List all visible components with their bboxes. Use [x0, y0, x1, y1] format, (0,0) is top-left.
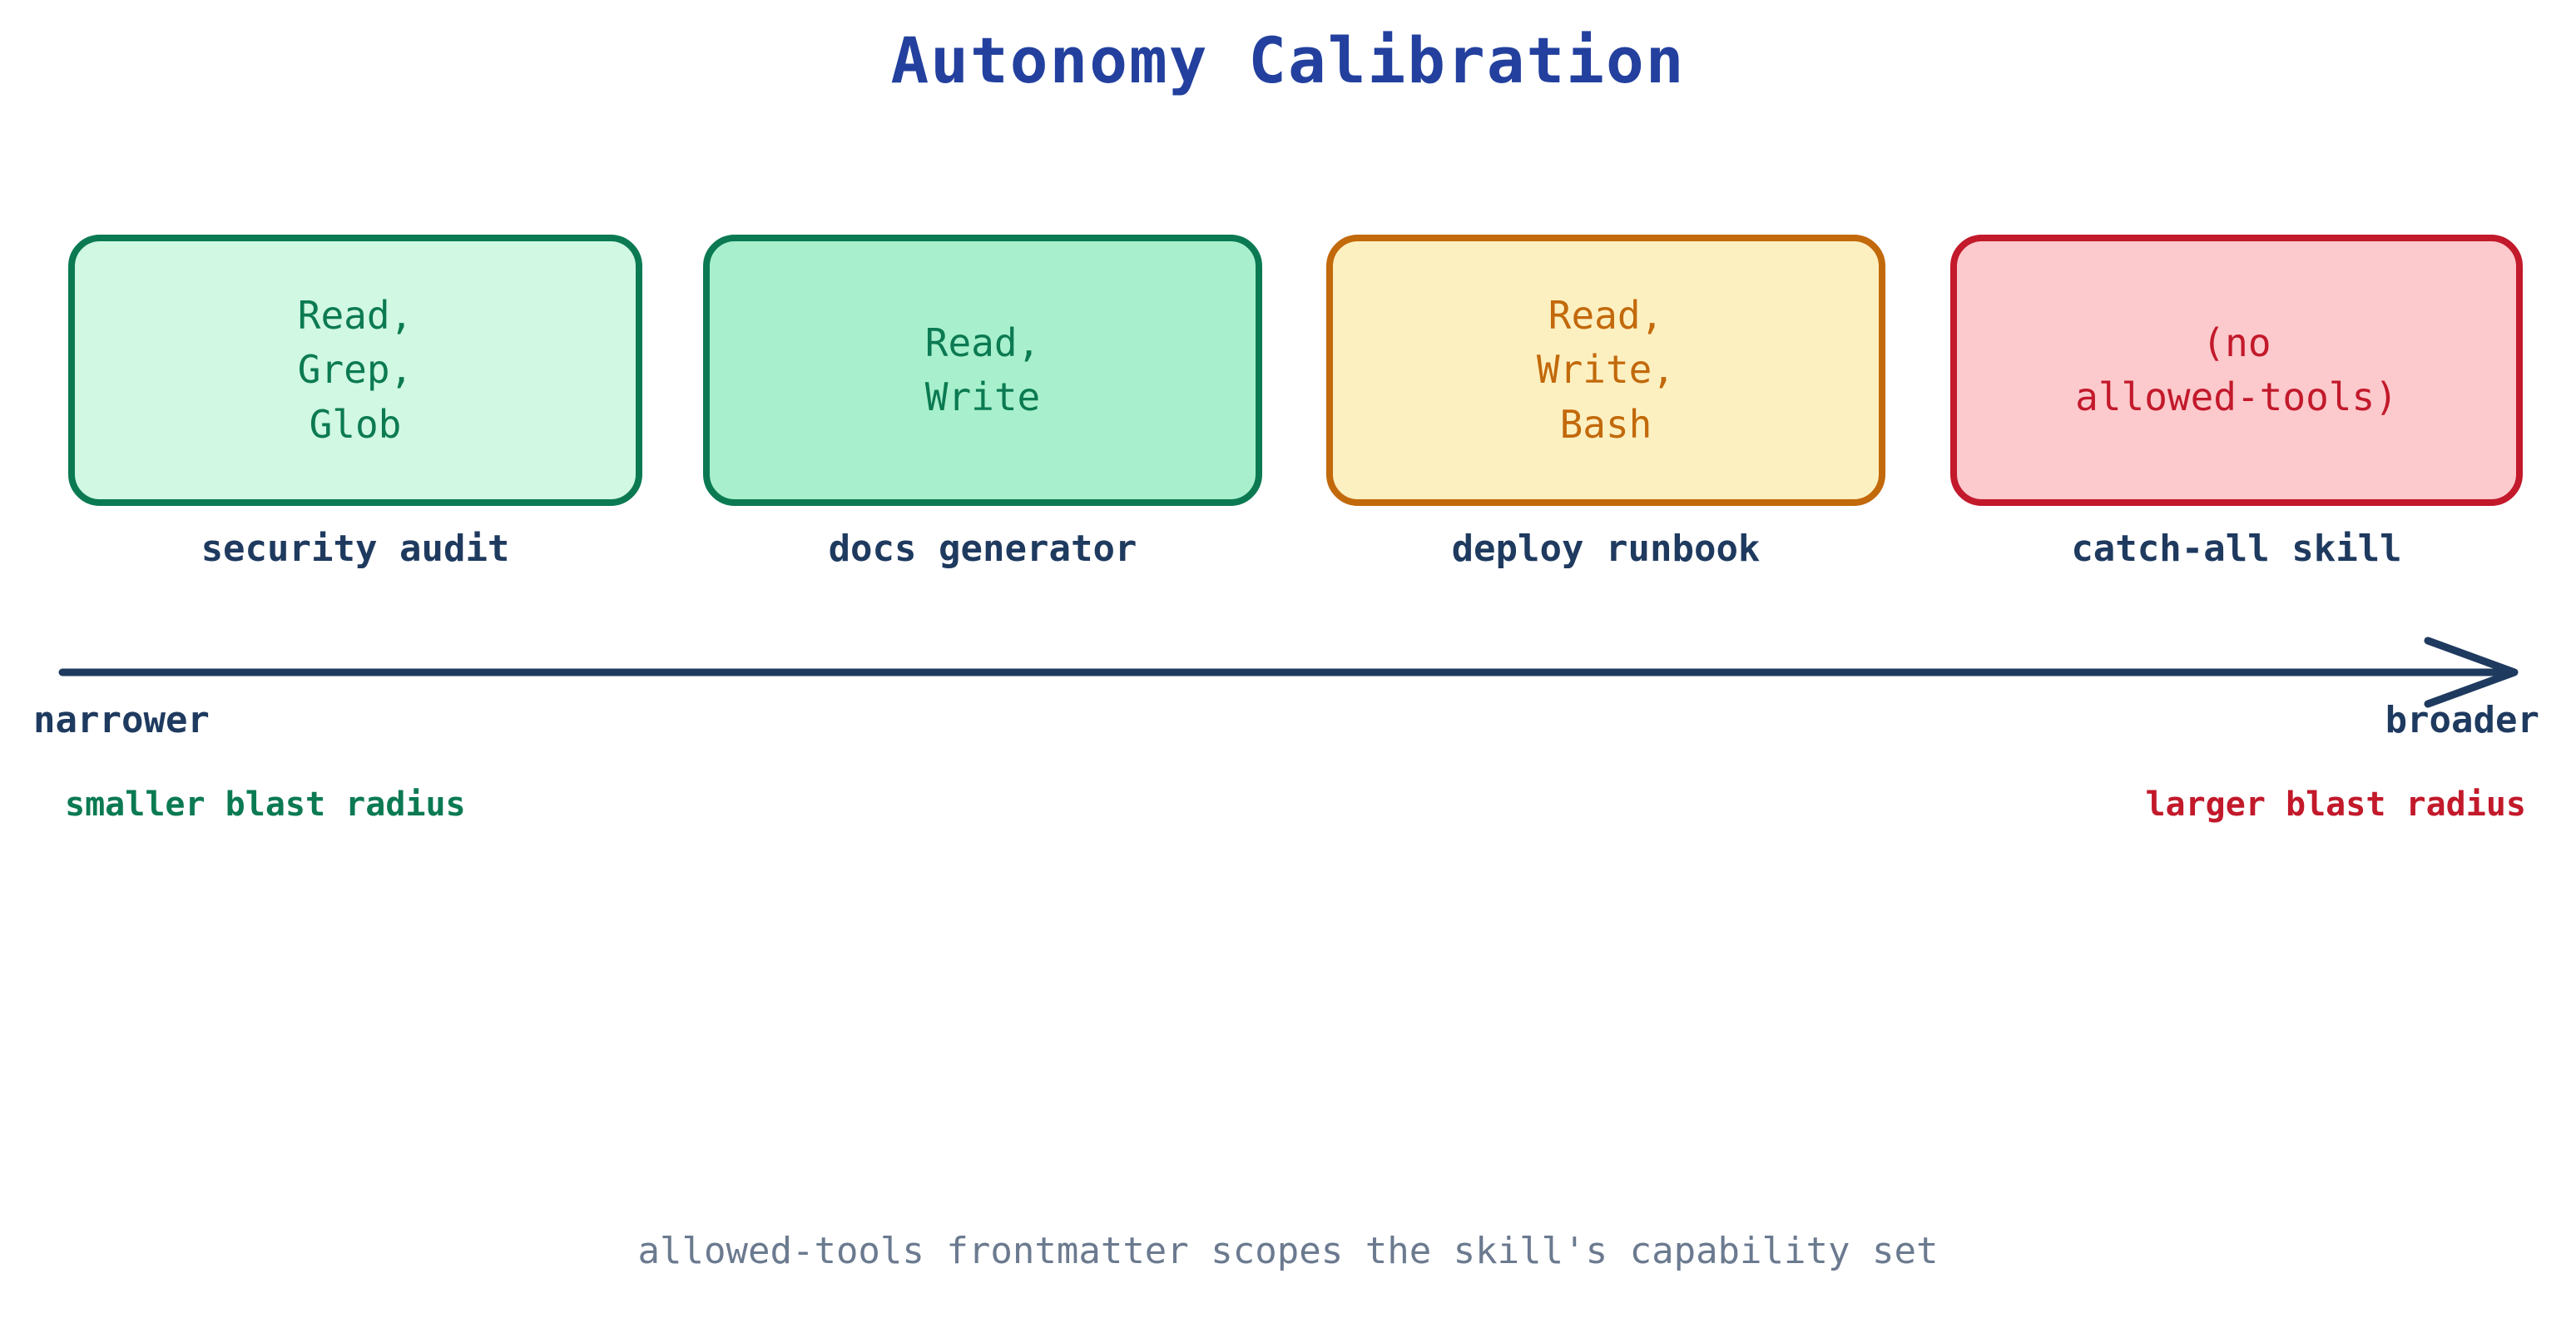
axis-note-smaller-blast-radius: smaller blast radius	[65, 785, 466, 824]
tier-box-catch-all-skill[interactable]: (no allowed-tools)	[1950, 235, 2523, 506]
axis-arrow-icon	[58, 637, 2519, 708]
axis-label-broader: broader	[2385, 699, 2539, 741]
tier-tools-deploy-runbook: Read, Write, Bash	[1536, 293, 1676, 447]
tier-label-catch-all-skill: catch-all skill	[2071, 528, 2402, 570]
tier-tools-docs-generator: Read, Write	[924, 320, 1041, 419]
footnote: allowed-tools frontmatter scopes the ski…	[637, 1230, 1939, 1272]
tier-security-audit: Read, Grep, Glob security audit	[68, 235, 642, 570]
tier-box-docs-generator[interactable]: Read, Write	[703, 235, 1262, 506]
tier-row: Read, Grep, Glob security audit Read, Wr…	[0, 235, 2576, 570]
tier-box-deploy-runbook[interactable]: Read, Write, Bash	[1326, 235, 1885, 506]
tier-tools-catch-all-skill: (no allowed-tools)	[2075, 320, 2398, 419]
page-title: Autonomy Calibration	[890, 23, 1686, 97]
tier-catch-all-skill: (no allowed-tools) catch-all skill	[1950, 235, 2523, 570]
tier-deploy-runbook: Read, Write, Bash deploy runbook	[1326, 235, 1885, 570]
tier-label-deploy-runbook: deploy runbook	[1451, 528, 1761, 570]
tier-tools-security-audit: Read, Grep, Glob	[297, 293, 414, 447]
axis-note-larger-blast-radius: larger blast radius	[2145, 785, 2526, 824]
tier-label-docs-generator: docs generator	[828, 528, 1137, 570]
tier-label-security-audit: security audit	[201, 528, 510, 570]
axis-label-narrower: narrower	[33, 699, 210, 741]
tier-docs-generator: Read, Write docs generator	[703, 235, 1262, 570]
scope-axis	[0, 616, 2576, 732]
tier-box-security-audit[interactable]: Read, Grep, Glob	[68, 235, 642, 506]
